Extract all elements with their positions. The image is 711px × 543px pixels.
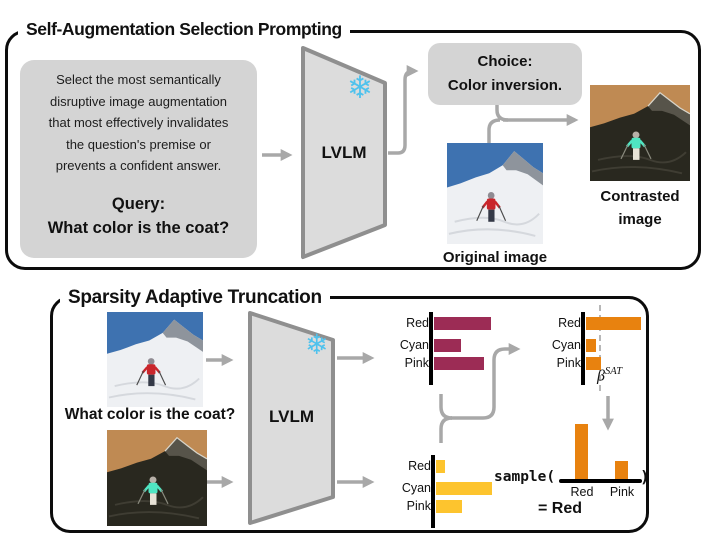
contrasted-image-caption: Contrasted image — [600, 188, 680, 228]
bottom-panel-title: Sparsity Adaptive Truncation — [60, 285, 330, 311]
category-label: Pink — [609, 485, 635, 499]
bar — [615, 461, 628, 479]
chart-axis — [559, 479, 642, 483]
category-label: Cyan — [401, 481, 431, 495]
chart-row: Pink — [395, 357, 484, 370]
category-label: Pink — [556, 356, 581, 370]
query-text: What color is the coat? — [47, 218, 230, 237]
lvlm-label-bottom: LVLM — [268, 407, 314, 426]
bar — [586, 317, 641, 330]
category-label: Red — [558, 316, 581, 330]
bar — [586, 357, 601, 370]
chart-row: Red — [395, 317, 491, 330]
sample-function-open: sample( — [494, 469, 556, 485]
panel-selection-prompting — [5, 30, 701, 270]
sample-result: = Red — [537, 500, 582, 517]
chart-row: Cyan — [395, 339, 461, 352]
category-label: Pink — [406, 499, 431, 513]
original-image — [447, 143, 543, 244]
top-panel-title: Self-Augmentation Selection Prompting — [18, 17, 350, 41]
sample-function-close: ) — [640, 467, 650, 486]
chart-axis — [429, 312, 433, 385]
bar — [434, 317, 491, 330]
bar — [436, 500, 462, 513]
bar — [434, 357, 484, 370]
category-label: Pink — [404, 356, 429, 370]
query-label: Query: — [111, 194, 166, 213]
threshold-line — [599, 305, 602, 391]
chart-row: Pink — [397, 500, 462, 513]
bar — [575, 424, 588, 479]
prompt-text: Select the most semantically disruptive … — [48, 72, 229, 173]
bar — [436, 482, 492, 495]
category-label: Cyan — [551, 338, 581, 352]
choice-label: Choice: — [477, 53, 533, 70]
contrasted-image — [590, 85, 690, 181]
chart-axis — [431, 455, 435, 528]
lvlm-label-top: LVLM — [321, 143, 367, 162]
bar — [434, 339, 461, 352]
original-image-bottom — [107, 312, 203, 407]
chart-row: Red — [397, 460, 445, 473]
chart-row: Pink — [547, 357, 601, 370]
bar — [586, 339, 596, 352]
contrasted-image-bottom — [107, 430, 207, 526]
category-label: Cyan — [399, 338, 429, 352]
category-label: Red — [570, 485, 594, 499]
chart-row: Cyan — [547, 339, 596, 352]
sample-distribution-chart: Red Pink — [559, 423, 643, 501]
panel-sparsity-truncation — [50, 296, 649, 533]
choice-box: Choice: Color inversion. — [428, 43, 582, 105]
category-label: Red — [408, 459, 431, 473]
question-text: What color is the coat? — [64, 406, 236, 423]
bar — [436, 460, 445, 473]
beta-sat-threshold-label: βSAT — [597, 366, 623, 385]
category-label: Red — [406, 316, 429, 330]
choice-value: Color inversion. — [447, 77, 563, 94]
snowflake-icon: ❄ — [305, 329, 329, 360]
chart-axis — [581, 312, 585, 385]
original-image-caption: Original image — [442, 249, 548, 266]
chart-row: Red — [547, 317, 641, 330]
prompt-box: Select the most semantically disruptive … — [20, 60, 257, 258]
snowflake-icon: ❄ — [347, 70, 373, 105]
chart-row: Cyan — [397, 482, 492, 495]
